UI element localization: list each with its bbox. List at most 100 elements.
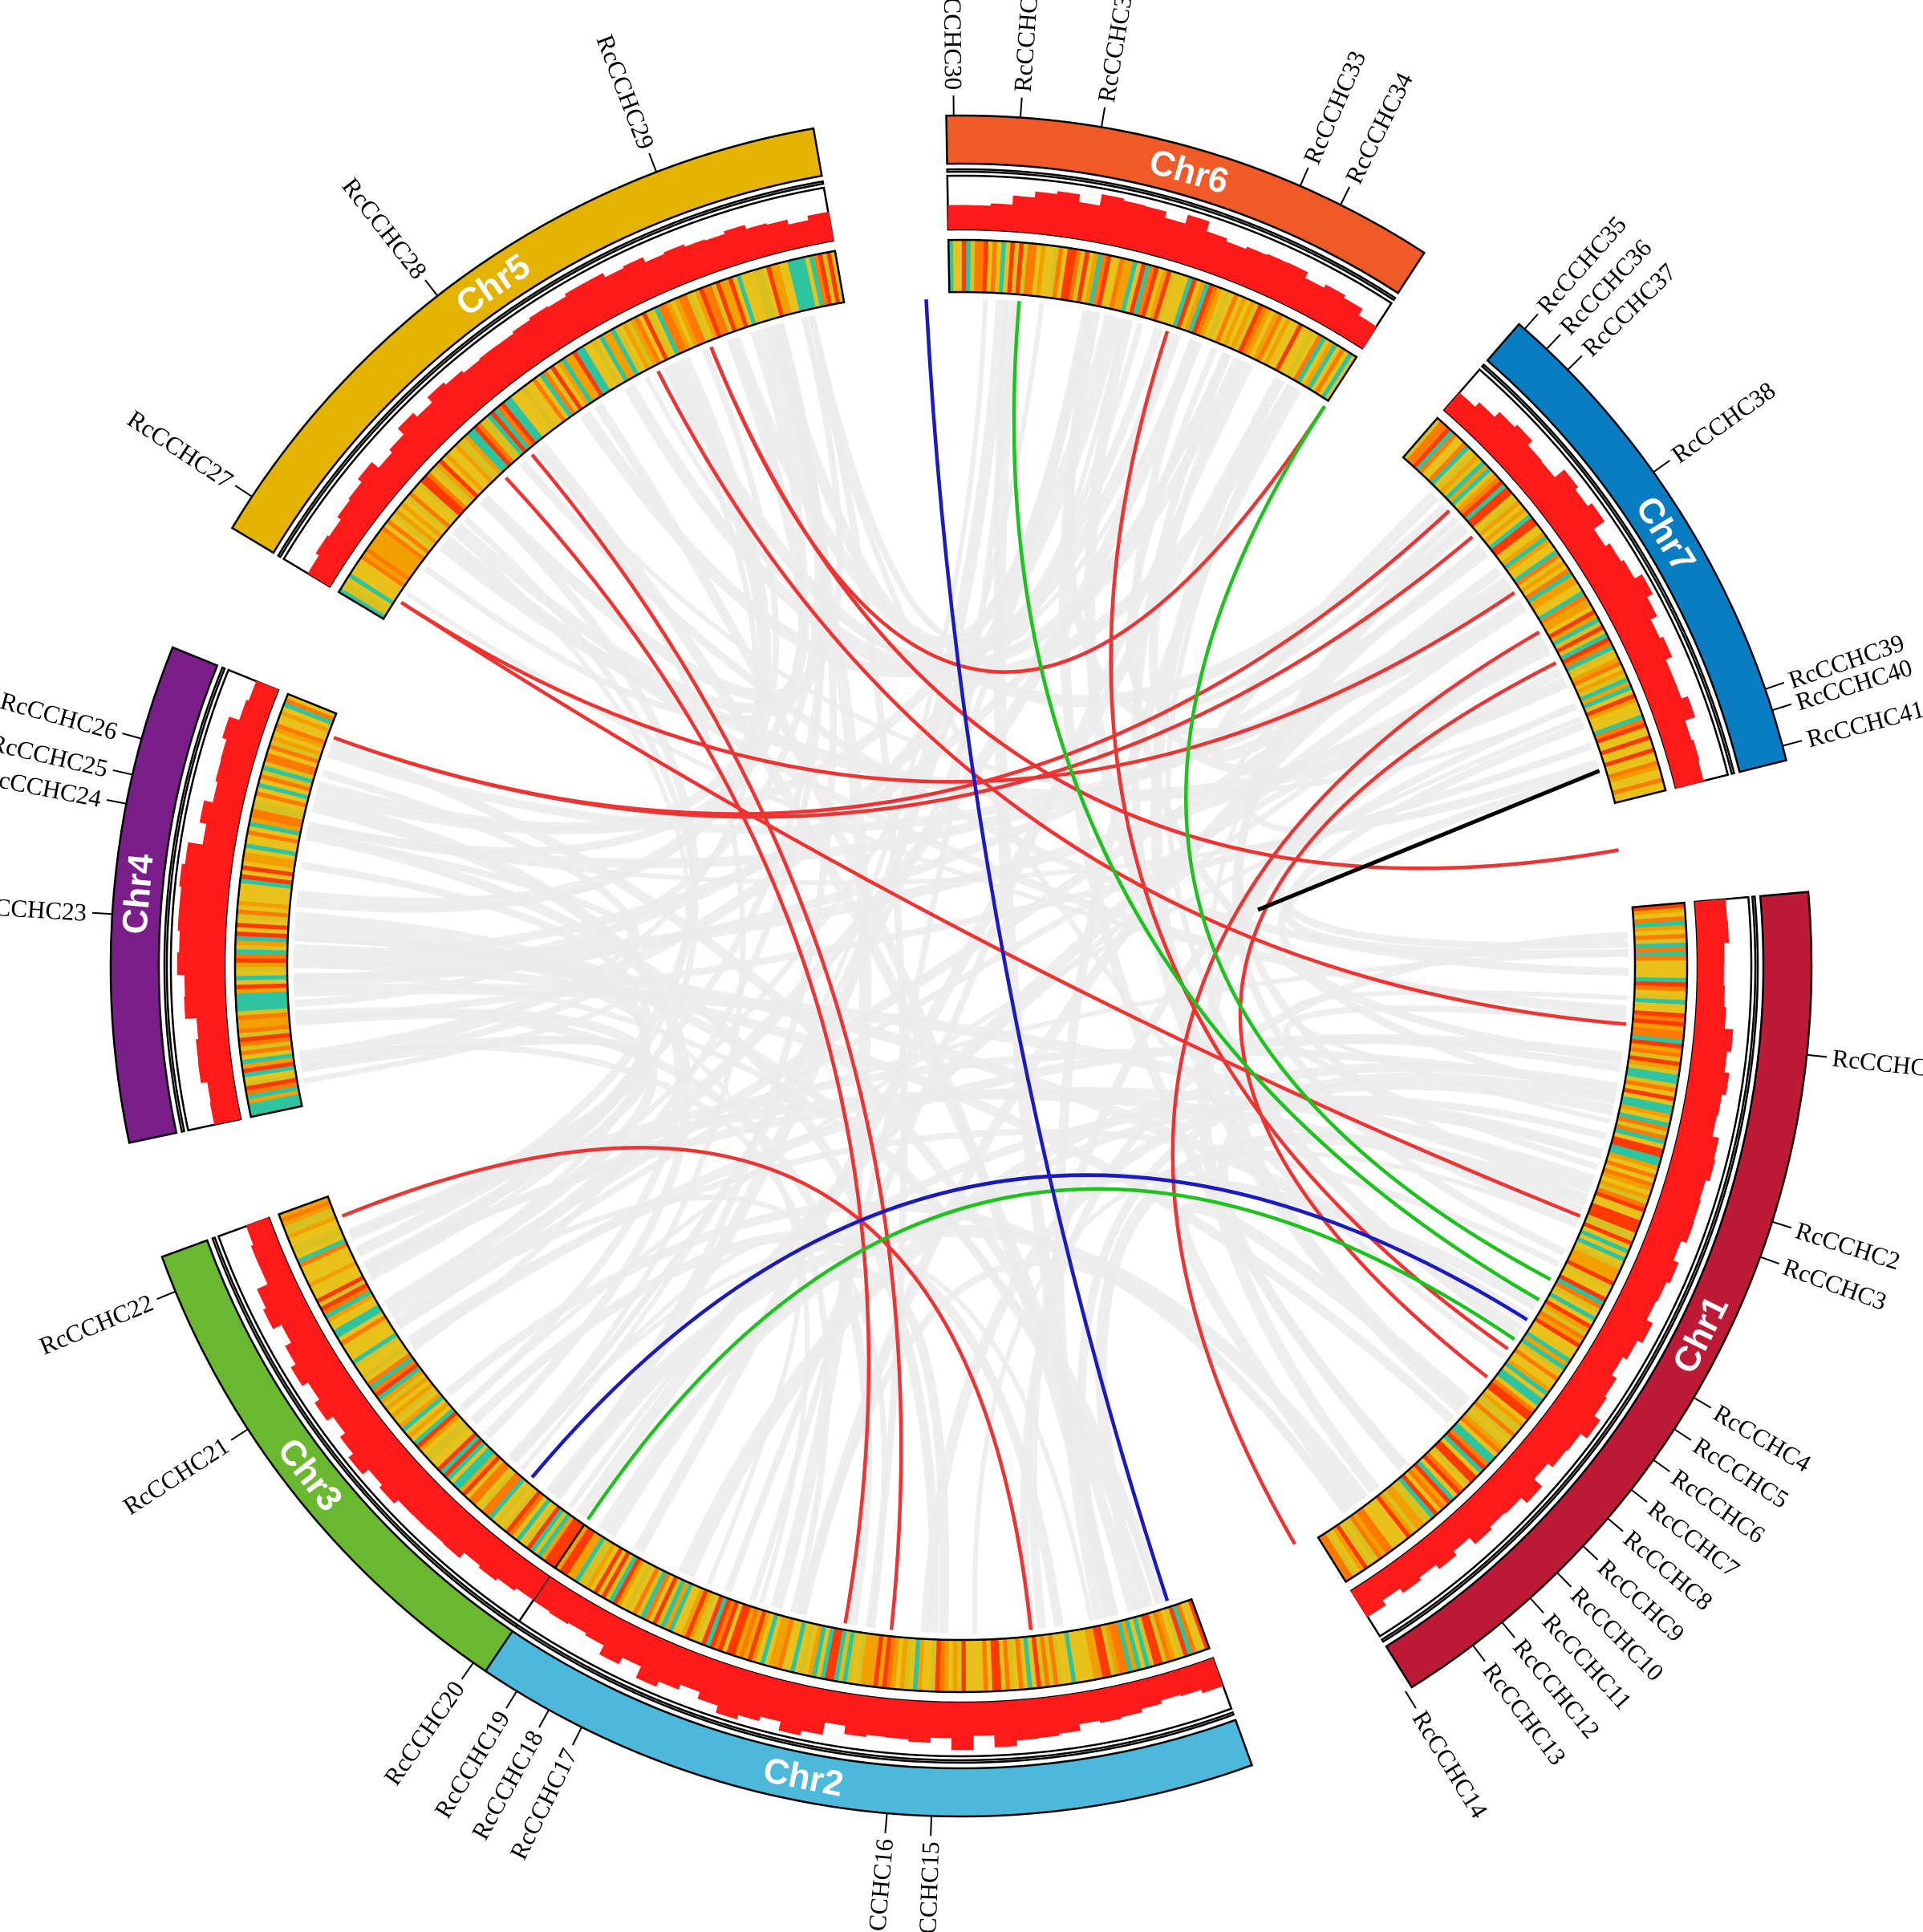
heatmap-cell — [1612, 777, 1664, 796]
heatmap-cell — [1615, 1123, 1667, 1142]
heatmap-cell — [458, 1451, 498, 1494]
heatmap-cell — [326, 1293, 375, 1323]
background-link — [305, 830, 939, 1634]
heatmap-cell — [1596, 722, 1647, 745]
heatmap-cell — [1609, 765, 1661, 784]
heatmap-cell — [505, 1490, 542, 1534]
density-bar — [464, 1528, 501, 1566]
heatmap-cell — [1503, 534, 1549, 570]
heatmap-cell — [1361, 1504, 1398, 1550]
heatmap-cell — [524, 382, 560, 428]
density-bar — [715, 1666, 752, 1719]
density-bar — [1434, 1516, 1471, 1552]
heatmap-cell — [824, 1627, 839, 1680]
heatmap-cell — [1450, 1425, 1493, 1465]
heatmap-cell — [759, 1613, 779, 1666]
heatmap-cell — [528, 380, 563, 425]
density-bar — [1488, 424, 1533, 468]
density-bar — [348, 481, 389, 520]
chromosome-band — [1385, 891, 1813, 1689]
heatmap-cell — [1436, 451, 1477, 492]
heatmap-cell — [951, 1639, 958, 1692]
density-bar — [1134, 205, 1167, 256]
heatmap-cell — [245, 1081, 298, 1095]
heatmap-cell — [342, 1317, 389, 1350]
heatmap-cell — [1183, 1601, 1206, 1652]
heatmap-cell — [863, 1634, 875, 1686]
heatmap-cell — [306, 1256, 355, 1284]
heatmap-cell — [1609, 1147, 1661, 1167]
heatmap-cell — [1155, 1609, 1176, 1662]
heatmap-cell — [721, 1601, 744, 1654]
heatmap-cell — [1462, 480, 1504, 519]
heatmap-cell — [1633, 915, 1686, 924]
heatmap-cell — [1056, 247, 1069, 300]
heatmap-cell — [1421, 436, 1461, 477]
heatmap-cell — [1508, 1354, 1555, 1390]
heatmap-cell — [1628, 1059, 1681, 1072]
gene-marker: RcCCHC28 — [337, 172, 439, 297]
heatmap-cell — [335, 1307, 383, 1338]
density-bar — [250, 1236, 284, 1266]
density-bar — [947, 205, 971, 230]
heatmap-cell — [1627, 1063, 1680, 1076]
heatmap-cell — [806, 1624, 823, 1677]
heatmap-cell — [1483, 507, 1527, 544]
heatmap-cell — [395, 1388, 440, 1426]
heatmap-cell — [1481, 1390, 1525, 1428]
heatmap-cell — [1039, 1634, 1050, 1687]
heatmap-cell — [310, 1264, 359, 1292]
gene-tick — [112, 769, 133, 776]
heatmap-cell — [1140, 1614, 1159, 1666]
heatmap-cell — [1289, 331, 1320, 380]
heatmap-cell — [1506, 1358, 1552, 1393]
heatmap-cell — [854, 1632, 867, 1686]
heatmap-cell — [1085, 252, 1100, 305]
heatmap-cell — [339, 587, 387, 619]
heatmap-cell — [586, 341, 619, 388]
density-bar — [644, 254, 679, 294]
heatmap-cell — [352, 565, 400, 599]
heatmap-cell — [235, 970, 288, 976]
density-bar — [512, 319, 554, 365]
heatmap-cell — [285, 1211, 335, 1236]
heatmap-cell — [1063, 1631, 1077, 1684]
heatmap-cell — [251, 807, 304, 824]
density-bar — [496, 333, 537, 377]
heatmap-cell — [1241, 306, 1268, 355]
heatmap-cell — [1418, 1457, 1458, 1500]
heatmap-cell — [405, 494, 449, 532]
heatmap-cell — [247, 1089, 300, 1104]
heatmap-cell — [1248, 309, 1276, 359]
heatmap-cell — [796, 258, 813, 310]
background-link — [313, 796, 692, 1439]
heatmap-cell — [1271, 321, 1300, 370]
heatmap-cell — [850, 1632, 863, 1685]
density-bar — [1656, 1188, 1701, 1223]
density-bar — [379, 1457, 427, 1504]
density-bar — [389, 433, 429, 473]
heatmap-cell — [763, 1614, 783, 1666]
spacer-ring — [277, 180, 825, 558]
density-bar — [179, 886, 229, 912]
background-link — [1130, 352, 1463, 1414]
heatmap-cell — [1145, 267, 1164, 319]
heatmap-cell — [802, 1623, 819, 1676]
heatmap-cell — [1592, 709, 1643, 733]
heatmap-cell — [682, 294, 707, 344]
heatmap-cell — [970, 240, 976, 293]
heatmap-cell — [575, 347, 608, 396]
gene-tick — [505, 1690, 518, 1709]
heatmap-cell — [564, 355, 598, 402]
heatmap-cell — [1501, 1365, 1547, 1400]
heatmap-cell — [1230, 300, 1256, 351]
heatmap-cell — [240, 873, 293, 885]
density-bar — [1615, 1285, 1657, 1321]
heatmap-cell — [793, 1622, 811, 1674]
heatmap-cell — [236, 1003, 289, 1012]
heatmap-cell — [1634, 951, 1687, 958]
density-bar — [547, 295, 588, 343]
heatmap-cell — [1631, 1034, 1684, 1045]
heatmap-cell — [1513, 1348, 1560, 1382]
heatmap-cell — [614, 326, 643, 375]
